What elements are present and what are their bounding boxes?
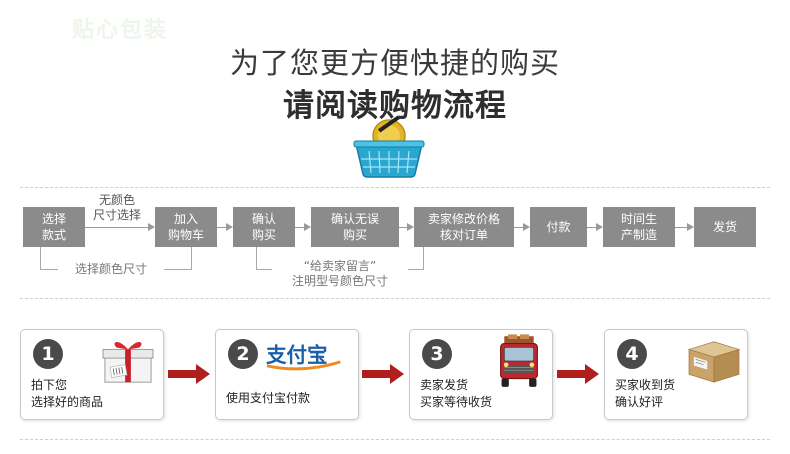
step-number: 4: [617, 339, 647, 369]
step-text: 卖家发货 买家等待收货: [420, 378, 493, 409]
step-number: 1: [33, 339, 63, 369]
step-arrow: [362, 364, 404, 384]
flow-step-shipping: 发货: [694, 207, 756, 247]
bracket-note-select-color: 选择颜色尺寸: [58, 262, 164, 277]
bracket-note-leave-message: “给卖家留言” 注明型号颜色尺寸: [272, 259, 408, 289]
step-number: 3: [422, 339, 452, 369]
flow-step-confirm-correct: 确认无误 购买: [311, 207, 399, 247]
flow-connector: [295, 227, 304, 228]
flow-arrowhead: [148, 223, 155, 231]
flow-connector: [399, 227, 407, 228]
flow-connector: [514, 227, 523, 228]
flow-note-no-color-size: 无颜色 尺寸选择: [92, 193, 141, 222]
divider: [20, 187, 770, 188]
flow-step-select-style: 选择 款式: [23, 207, 85, 247]
step-text: 买家收到货 确认好评: [615, 378, 676, 409]
svg-text:支付宝: 支付宝: [266, 343, 328, 367]
step-text: 使用支付宝付款: [226, 391, 311, 405]
flow-arrowhead: [226, 223, 233, 231]
delivery-truck-icon: [500, 334, 538, 387]
page-title: 为了您更方便快捷的购买: [229, 46, 560, 80]
parcel-box-icon: [687, 341, 741, 383]
flow-step-confirm-purchase: 确认 购买: [233, 207, 295, 247]
flow-arrowhead: [407, 223, 414, 231]
step-card-1: 1 拍下您 选择好的商品: [20, 329, 164, 420]
flow-step-seller-adjust-price: 卖家修改价格 核对订单: [414, 207, 514, 247]
step-arrow: [557, 364, 599, 384]
step-card-3: 3 卖家发货 买家等待收货: [409, 329, 553, 420]
watermark-text: 贴心包装: [72, 18, 169, 43]
alipay-logo: 支付宝: [266, 343, 341, 371]
flow-arrowhead: [304, 223, 311, 231]
gift-box-icon: [102, 341, 154, 383]
divider: [20, 298, 770, 299]
flow-step-payment: 付款: [530, 207, 587, 247]
step-number: 2: [228, 339, 258, 369]
flow-connector: [587, 227, 596, 228]
divider: [20, 439, 770, 440]
flow-connector: [675, 227, 687, 228]
step-text: 拍下您 选择好的商品: [31, 378, 104, 409]
flow-step-production: 时间生 产制造: [603, 207, 675, 247]
flow-arrowhead: [596, 223, 603, 231]
flow-arrowhead: [523, 223, 530, 231]
step-card-2: 2 使用支付宝付款 支付宝: [215, 329, 359, 420]
flow-connector: [217, 227, 226, 228]
step-arrow: [168, 364, 210, 384]
step-card-4: 4 买家收到货 确认好评: [604, 329, 748, 420]
flow-step-add-to-cart: 加入 购物车: [155, 207, 217, 247]
flow-connector: [85, 227, 148, 228]
basket-icon: [353, 115, 425, 178]
flow-arrowhead: [687, 223, 694, 231]
